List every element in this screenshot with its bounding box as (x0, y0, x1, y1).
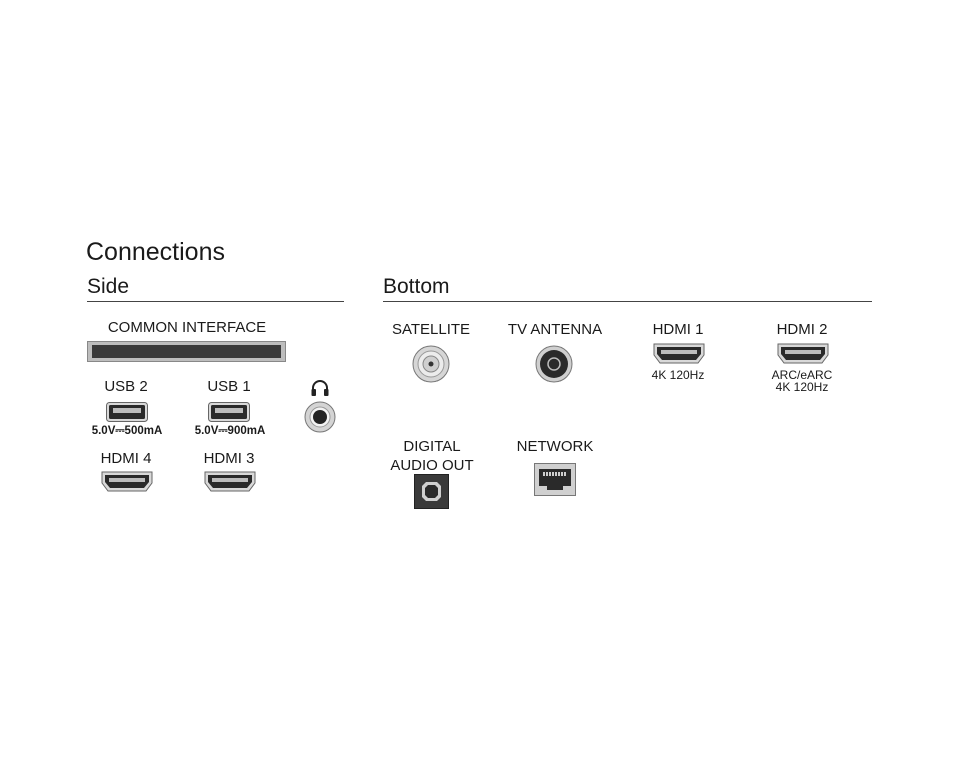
ethernet-port-icon (534, 463, 576, 496)
hdmi-port-icon (777, 343, 829, 364)
digital-audio-label-line2: AUDIO OUT (390, 457, 474, 474)
usb-port-icon (106, 402, 148, 422)
hdmi-port-icon (101, 471, 153, 492)
bottom-divider (383, 301, 872, 302)
headphone-jack-icon (304, 401, 336, 433)
page-title: Connections (86, 238, 225, 266)
hdmi1-note: 4K 120Hz (651, 368, 705, 382)
hdmi2-note-arc: ARC/eARC (771, 368, 833, 382)
hdmi-port-icon (653, 343, 705, 364)
common-interface-label: COMMON INTERFACE (107, 319, 267, 336)
usb1-label: USB 1 (207, 378, 251, 395)
headphone-icon (310, 379, 330, 397)
usb2-rating: 5.0V⎓500mA (91, 425, 163, 437)
digital-audio-label-line1: DIGITAL (403, 438, 461, 455)
bottom-heading: Bottom (383, 275, 450, 298)
hdmi-port-icon (204, 471, 256, 492)
tv-antenna-label: TV ANTENNA (507, 321, 603, 338)
network-label: NETWORK (516, 438, 594, 455)
hdmi3-label: HDMI 3 (203, 450, 255, 467)
usb1-rating: 5.0V⎓900mA (194, 425, 266, 437)
coax-port-icon (535, 345, 573, 383)
satellite-label: SATELLITE (391, 321, 471, 338)
side-heading: Side (87, 275, 130, 298)
usb-port-icon (208, 402, 250, 422)
hdmi2-label: HDMI 2 (776, 321, 828, 338)
hdmi1-label: HDMI 1 (652, 321, 704, 338)
usb2-label: USB 2 (104, 378, 148, 395)
hdmi2-note-resolution: 4K 120Hz (775, 380, 829, 394)
hdmi4-label: HDMI 4 (100, 450, 152, 467)
side-divider (87, 301, 344, 302)
common-interface-slot-icon (87, 341, 286, 362)
coax-port-icon (412, 345, 450, 383)
optical-port-icon (414, 474, 449, 509)
